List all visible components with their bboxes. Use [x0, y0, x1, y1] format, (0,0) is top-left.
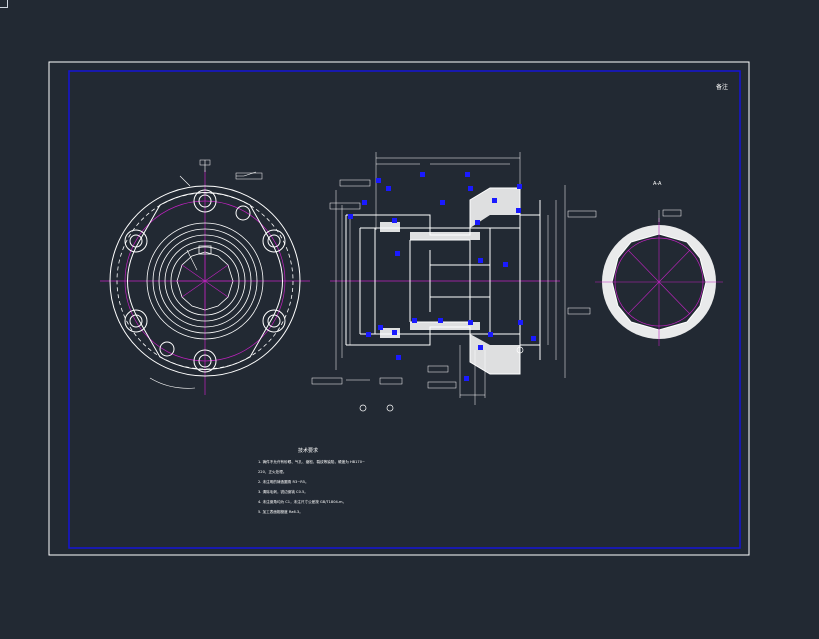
flange-dimensions — [149, 160, 257, 389]
bore-radials — [177, 252, 233, 310]
notes-title: 技术要求 — [298, 447, 318, 454]
bolt-circle — [124, 200, 286, 362]
section-label: A-A — [653, 181, 662, 187]
section-view[interactable] — [311, 152, 597, 412]
note-line: 3. 清除毛刺，锐边倒钝 C0.5。 — [258, 489, 308, 494]
bolt-holes — [124, 189, 286, 373]
drawing-border — [68, 70, 741, 549]
crosshair-corner-icon — [0, 0, 8, 8]
section-dimensions — [335, 152, 566, 405]
hub-ring-5 — [170, 246, 240, 316]
note-line: 220，正火处理。 — [258, 469, 286, 474]
flange-front-view[interactable] — [100, 159, 310, 395]
flange-outer-edge — [109, 185, 301, 377]
keyway — [198, 245, 212, 255]
technical-notes: 技术要求 1. 铸件不允许有砂眼、气孔、缩松、裂纹等缺陷，硬度为 HB170~ … — [258, 447, 365, 514]
hub-ring-3 — [158, 234, 252, 328]
sheet-tag: 备注 — [716, 83, 728, 91]
aa-dimensions — [658, 209, 682, 222]
hub-ring-4 — [164, 240, 246, 322]
tolerance-frames — [311, 179, 597, 389]
aa-radials — [595, 218, 723, 346]
section-hatching — [380, 188, 520, 374]
hub-outline — [127, 192, 283, 370]
dimension-marker-icon — [348, 172, 536, 381]
datum-markers — [359, 346, 524, 412]
sheet-frame — [48, 61, 750, 556]
note-line: 2. 未注明的铸造圆角 R3~R5。 — [258, 479, 309, 484]
note-line: 5. 加工表面粗糙度 Ra6.3。 — [258, 509, 303, 514]
hub-ring-1 — [146, 222, 264, 340]
datum-symbol-icon — [199, 159, 211, 166]
aa-section-view[interactable]: A-A — [595, 181, 723, 346]
note-line: 1. 铸件不允许有砂眼、气孔、缩松、裂纹等缺陷，硬度为 HB170~ — [258, 459, 365, 464]
tolerance-frame — [235, 172, 263, 180]
hub-ring-2 — [152, 228, 258, 334]
note-line: 4. 未注倒角均为 C1，未注尺寸公差按 GB/T1804-m。 — [258, 499, 346, 504]
